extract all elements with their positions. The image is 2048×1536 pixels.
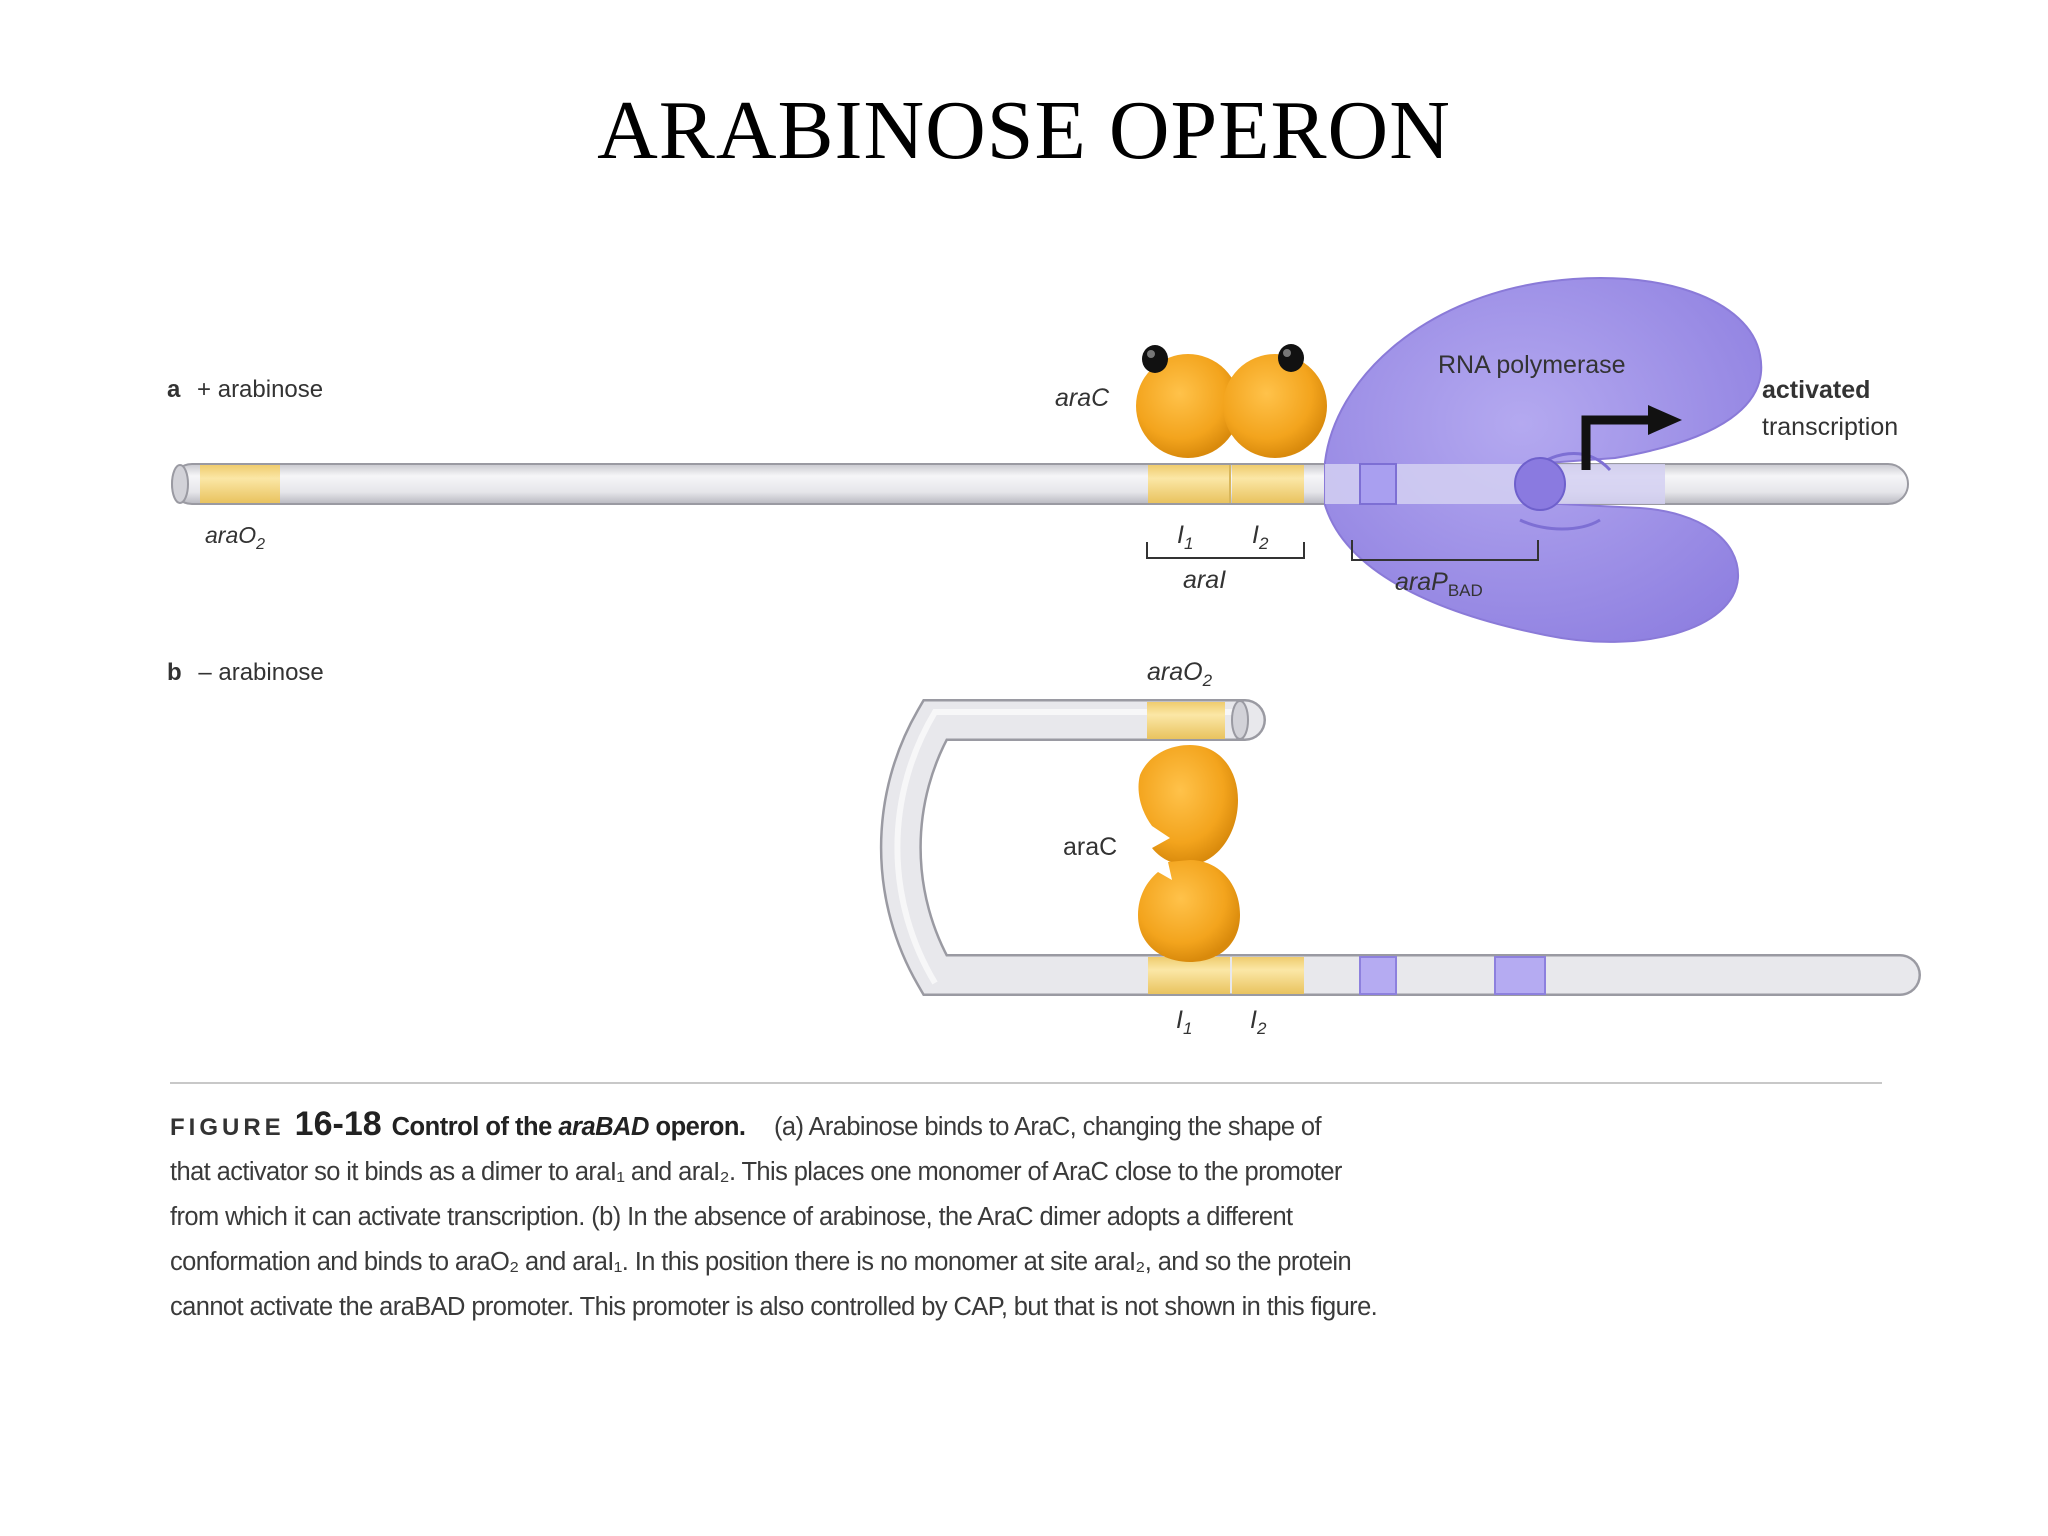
i1-site-a: [1148, 465, 1230, 503]
caption-text-line-1: (a) Arabinose binds to AraC, changing th…: [774, 1113, 1322, 1141]
panel-b: b – arabinose araC araO2 I1: [167, 658, 1921, 1038]
panel-b-letter: b: [167, 659, 182, 686]
arabinose-molecule-2: [1278, 344, 1304, 372]
transcription-label: transcription: [1762, 413, 1898, 441]
arao2-label-a: araO: [205, 522, 256, 548]
svg-text:I1: I1: [1176, 1006, 1192, 1038]
activated-label: activated: [1762, 376, 1870, 404]
arapbad-sub: BAD: [1448, 581, 1483, 600]
figure-caption: FIGURE 16-18 Control of the araBAD operon.…: [170, 1102, 1430, 1330]
caption-figure-word: FIGURE: [170, 1114, 285, 1141]
arao2-sub-b: 2: [1202, 671, 1213, 690]
arac-label-b: araC: [1063, 833, 1117, 861]
arac-label-a: araC: [1055, 384, 1110, 412]
svg-text:b – arabinose: b – arabinose: [167, 659, 324, 686]
caption-figure-number: 16-18: [294, 1105, 382, 1143]
panel-a-condition: + arabinose: [197, 376, 323, 403]
svg-text:araO2: araO2: [205, 522, 265, 553]
caption-text-line-3: from which it can activate transcription…: [170, 1203, 1293, 1231]
arapbad-bracket: [1351, 540, 1539, 561]
caption-text-line-2: that activator so it binds as a dimer to…: [170, 1158, 1342, 1186]
arac-dimer-b: [1138, 745, 1240, 962]
i2-sub-b: 2: [1256, 1019, 1267, 1038]
dna-loop-b: [879, 699, 1921, 996]
svg-text:araPBAD: araPBAD: [1395, 568, 1483, 600]
svg-text:araO2: araO2: [1147, 658, 1213, 690]
promoter-site-2-b: [1494, 956, 1546, 995]
arai-label: araI: [1183, 566, 1226, 594]
slide-title: ARABINOSE OPERON: [597, 84, 1451, 177]
i1-site-b: [1148, 957, 1230, 994]
svg-text:a + arabinose: a + arabinose: [167, 376, 323, 403]
i2-label-b: I: [1250, 1006, 1257, 1034]
rna-polymerase-label: RNA polymerase: [1438, 351, 1626, 379]
promoter-site-1-b: [1359, 956, 1397, 995]
i1-sub-b: 1: [1183, 1019, 1192, 1038]
i1-sub-a: 1: [1184, 534, 1193, 553]
svg-text:I1: I1: [1177, 521, 1193, 553]
panel-a: a + arabinose araO2: [167, 277, 1909, 643]
arao2-site-b: [1147, 702, 1225, 739]
i1-label-a: I: [1177, 521, 1184, 549]
panel-a-letter: a: [167, 376, 181, 403]
arao2-sub-a: 2: [255, 536, 265, 553]
i2-site-a: [1232, 465, 1304, 503]
arac-dimer-a: [1136, 344, 1327, 458]
svg-text:I2: I2: [1252, 521, 1269, 553]
arai-bracket: [1146, 542, 1305, 559]
i2-sub-a: 2: [1258, 534, 1269, 553]
i2-site-b: [1232, 957, 1304, 994]
caption-text-line-4: conformation and binds to araO₂ and araI…: [170, 1248, 1352, 1276]
panel-b-condition: – arabinose: [198, 659, 323, 686]
i2-label-a: I: [1252, 521, 1259, 549]
arao2-label-b: araO: [1147, 658, 1203, 686]
caption-line-1: FIGURE 16-18 Control of the araBAD operon.…: [170, 1102, 1430, 1150]
arapbad-label: araP: [1395, 568, 1448, 596]
open-complex: [1514, 457, 1566, 511]
arao2-site-a: [200, 465, 280, 503]
arabinose-molecule-1: [1142, 345, 1168, 373]
svg-text:I2: I2: [1250, 1006, 1267, 1038]
caption-text-line-5: cannot activate the araBAD promoter. Thi…: [170, 1293, 1378, 1321]
i1-label-b: I: [1176, 1006, 1183, 1034]
transcription-arrow: [1581, 415, 1650, 470]
caption-heading: Control of the araBAD operon.: [391, 1113, 746, 1141]
